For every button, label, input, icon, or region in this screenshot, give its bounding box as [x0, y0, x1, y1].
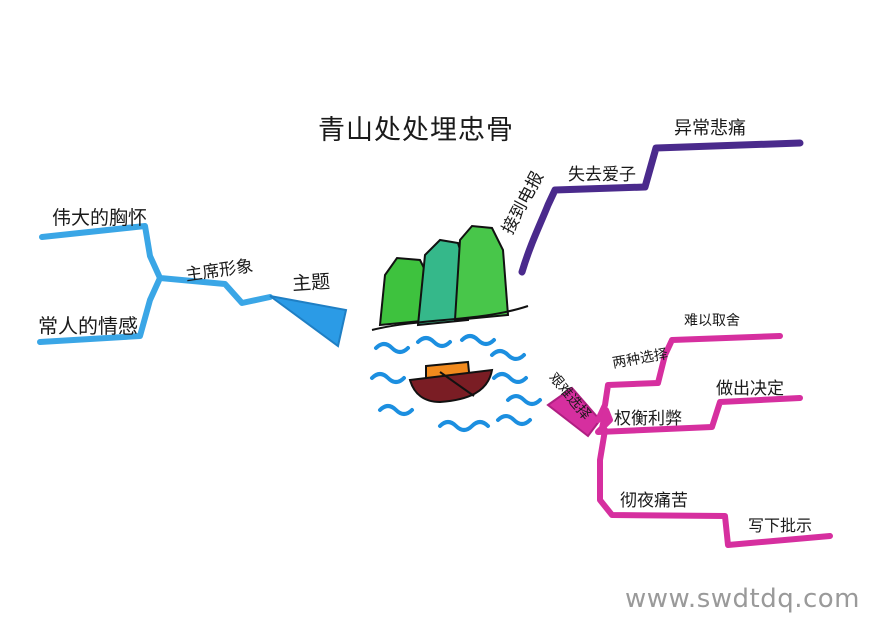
left-branch-lines: [37, 223, 273, 345]
top-branch-lines: [518, 139, 804, 276]
theme-label: 主题: [291, 270, 331, 296]
bottom-branch-lines: [595, 333, 833, 548]
leaf-make-decision: 做出决定: [716, 379, 784, 399]
leaf-hard-to-decide: 难以取舍: [684, 313, 740, 329]
night-pain-label: 彻夜痛苦: [620, 491, 688, 511]
watermark: www.swdtdq.com: [625, 584, 860, 614]
lost-son-label: 失去爱子: [568, 165, 636, 185]
boat-illustration: [408, 360, 494, 404]
map-title: 青山处处埋忠骨: [318, 115, 514, 146]
leaf-human-emotion: 常人的情感: [38, 314, 138, 338]
mountains-illustration: [371, 224, 529, 331]
theme-wedge: [269, 295, 348, 348]
leaf-extreme-grief: 异常悲痛: [674, 118, 746, 139]
leaf-write-instruction: 写下批示: [748, 516, 813, 535]
waves-illustration: [370, 334, 542, 432]
leaf-broad-mind: 伟大的胸怀: [52, 207, 148, 229]
weigh-pros-cons-label: 权衡利弊: [614, 409, 682, 429]
